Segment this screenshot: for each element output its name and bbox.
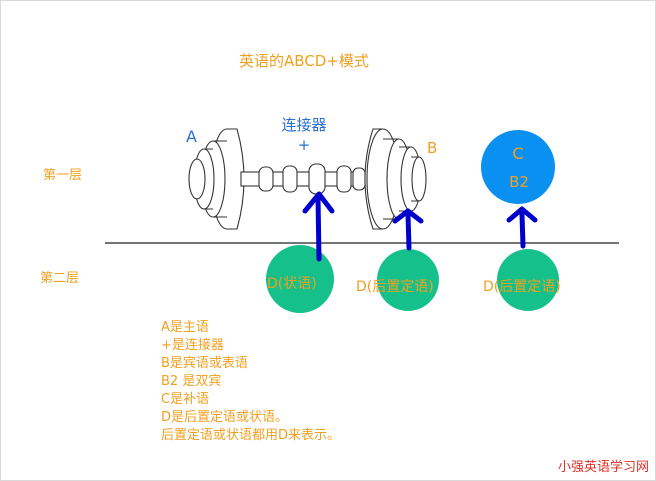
legend-line: 后置定语或状语都用D来表示。	[161, 428, 341, 443]
watermark: 小强英语学习网	[557, 460, 649, 475]
legend: A是主语 +是连接器 B是宾语或表语 B2 是双宾 C是补语 D是后置定语或状语…	[161, 319, 340, 445]
legend-line: B是宾语或表语	[161, 356, 248, 371]
part-c-label: C	[512, 144, 524, 163]
connector-label: 连接器 +	[274, 115, 334, 155]
part-b2-label: B2	[509, 173, 529, 191]
d-label-postmodifier-2: D(后置定语)	[483, 279, 561, 295]
part-b-label: B	[427, 139, 438, 157]
legend-line: B2 是双宾	[161, 374, 222, 389]
legend-line: A是主语	[161, 320, 209, 335]
arrow-2	[392, 208, 424, 251]
legend-line: D是后置定语或状语。	[161, 410, 289, 425]
second-layer-label: 第二层	[40, 271, 80, 286]
connector-text: 连接器	[281, 116, 327, 134]
arrows	[302, 191, 538, 262]
arrow-3	[506, 206, 538, 249]
d-label-adverbial: D(状语)	[267, 276, 317, 292]
legend-line: +是连接器	[161, 338, 224, 353]
d-circle-3	[497, 249, 559, 311]
d-circle-2	[377, 249, 439, 311]
arrow-1	[302, 191, 335, 262]
c-b2-circle	[481, 130, 555, 204]
diagram-title: 英语的ABCD+模式	[239, 52, 369, 70]
connector-plus: +	[297, 136, 311, 154]
part-a-label: A	[186, 127, 197, 146]
barbell-illustration	[188, 128, 427, 230]
d-circle-1	[266, 245, 334, 313]
first-layer-label: 第一层	[43, 168, 83, 183]
d-label-postmodifier-1: D(后置定语)	[356, 279, 434, 295]
legend-line: C是补语	[161, 392, 210, 407]
